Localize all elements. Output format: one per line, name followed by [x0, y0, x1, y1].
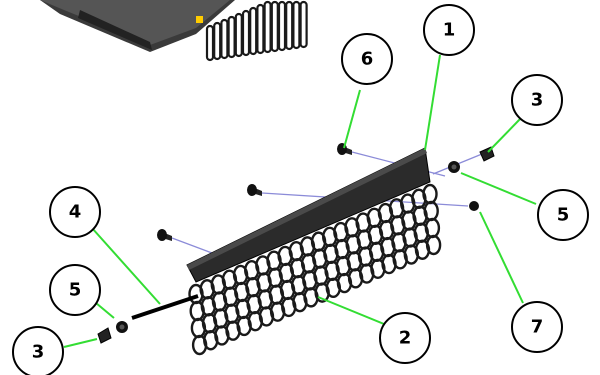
screw-icon	[247, 184, 262, 196]
svg-text:3: 3	[32, 342, 45, 363]
heatsink-chassis-icon	[40, 0, 308, 62]
leader-lines	[63, 54, 537, 348]
callout-2: 2	[379, 312, 431, 364]
svg-text:5: 5	[69, 280, 82, 301]
washer-icon	[116, 161, 460, 333]
svg-text:6: 6	[361, 49, 374, 70]
svg-text:4: 4	[69, 202, 82, 223]
callout-5-left: 5	[49, 264, 101, 316]
callout-6: 6	[341, 33, 393, 85]
nut-icon	[97, 146, 495, 344]
svg-text:3: 3	[531, 90, 544, 111]
svg-text:5: 5	[557, 205, 570, 226]
callout-7: 7	[511, 301, 563, 353]
screw-icon	[157, 229, 172, 241]
svg-text:7: 7	[531, 317, 544, 338]
svg-text:2: 2	[399, 328, 412, 349]
retaining-rod-icon	[131, 294, 199, 320]
heatsink-fins-icon	[188, 183, 442, 356]
callout-3-lower: 3	[12, 326, 64, 375]
mounting-bracket-icon	[186, 147, 431, 283]
callout-5-right: 5	[537, 189, 589, 241]
callout-3-upper: 3	[511, 74, 563, 126]
svg-text:1: 1	[443, 20, 456, 41]
callout-4: 4	[49, 186, 101, 238]
callout-1: 1	[423, 4, 475, 56]
